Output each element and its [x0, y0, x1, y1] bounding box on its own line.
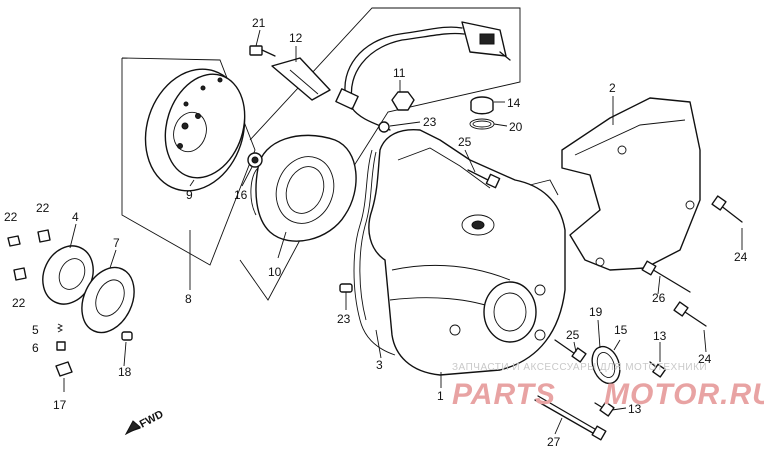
- callout-25-lower: 25: [566, 328, 580, 342]
- grommet-23-upper: [378, 121, 390, 133]
- callout-20: 20: [509, 120, 523, 134]
- stator-group-bracket: [239, 7, 521, 301]
- sprocket-cover: [561, 97, 701, 271]
- pin-22-c: [13, 267, 27, 281]
- callout-7: 7: [113, 236, 120, 250]
- watermark-brand-right: MOTOR.RU: [604, 378, 764, 411]
- callout-22-b: 22: [36, 201, 50, 215]
- bolt-13-lower: [594, 401, 615, 417]
- callout-1: 1: [437, 389, 444, 403]
- callout-9: 9: [186, 188, 193, 202]
- callout-21: 21: [252, 16, 266, 30]
- callout-13-lower: 13: [628, 402, 642, 416]
- watermark: ЗАПЧАСТИ И АКСЕССУАРЫ ДЛЯ МОТОТЕХНИКИ PA…: [452, 362, 764, 411]
- fwd-label: FWD: [138, 408, 166, 430]
- bolt-27: [534, 395, 607, 441]
- callout-24-lower: 24: [698, 352, 712, 366]
- callout-26: 26: [652, 291, 666, 305]
- flywheel-group-bracket: [121, 57, 256, 290]
- callout-11: 11: [393, 66, 406, 80]
- callout-4: 4: [72, 210, 79, 224]
- stator-plate: [250, 134, 357, 242]
- callout-22-a: 22: [4, 210, 18, 224]
- callout-19: 19: [589, 305, 603, 319]
- pin-22-b: [37, 229, 51, 243]
- bolt-25-upper: [467, 169, 501, 189]
- flywheel-rotor: [144, 68, 246, 192]
- callout-25-upper: 25: [458, 135, 472, 149]
- callout-17: 17: [53, 398, 67, 412]
- callout-12: 12: [289, 31, 303, 45]
- wire-clip-12: [271, 57, 331, 101]
- callout-23-lower: 23: [337, 312, 351, 326]
- crankcase-cover: [368, 128, 566, 376]
- callout-5: 5: [32, 323, 39, 337]
- cover-gasket: [353, 149, 396, 356]
- callout-24-upper: 24: [734, 250, 748, 264]
- nut-16: [247, 152, 263, 168]
- watermark-tagline: ЗАПЧАСТИ И АКСЕССУАРЫ ДЛЯ МОТОТЕХНИКИ: [452, 362, 707, 373]
- bolt-25-lower: [554, 339, 587, 363]
- bolt-24-upper: [711, 195, 743, 223]
- bolt-13-upper: [649, 361, 667, 378]
- pin-17: [55, 361, 73, 377]
- leader-lines: [63, 29, 743, 435]
- callout-18: 18: [118, 365, 132, 379]
- bolt-24-lower: [673, 301, 707, 327]
- spring-5: [56, 323, 64, 333]
- callout-3: 3: [376, 358, 383, 372]
- callout-27: 27: [547, 435, 561, 449]
- grommet-11: [391, 91, 415, 111]
- callout-2: 2: [609, 81, 616, 95]
- callout-10: 10: [268, 265, 282, 279]
- oil-cap-14: [470, 96, 494, 115]
- callout-16: 16: [234, 188, 248, 202]
- bolt-26: [641, 260, 691, 293]
- callout-14: 14: [507, 96, 521, 110]
- plug-18: [121, 331, 133, 341]
- callout-13-upper: 13: [653, 329, 667, 343]
- callout-23-upper: 23: [423, 115, 437, 129]
- fwd-direction-arrow: FWD: [124, 408, 166, 436]
- callout-6: 6: [32, 341, 39, 355]
- dowel-23: [339, 283, 353, 293]
- plate-7: [81, 266, 135, 334]
- callout-8: 8: [185, 292, 192, 306]
- pin-22-a: [7, 235, 21, 247]
- callout-22-c: 22: [12, 296, 26, 310]
- callout-labels: 21 12 11 14 20 23 25 2 16 9 10 8 23 3 1 …: [4, 16, 748, 449]
- bolt-21: [249, 45, 276, 57]
- pin-6: [56, 341, 66, 351]
- watermark-brand-left: PARTS: [452, 378, 556, 411]
- callout-15: 15: [614, 323, 628, 337]
- o-ring-20: [469, 118, 495, 130]
